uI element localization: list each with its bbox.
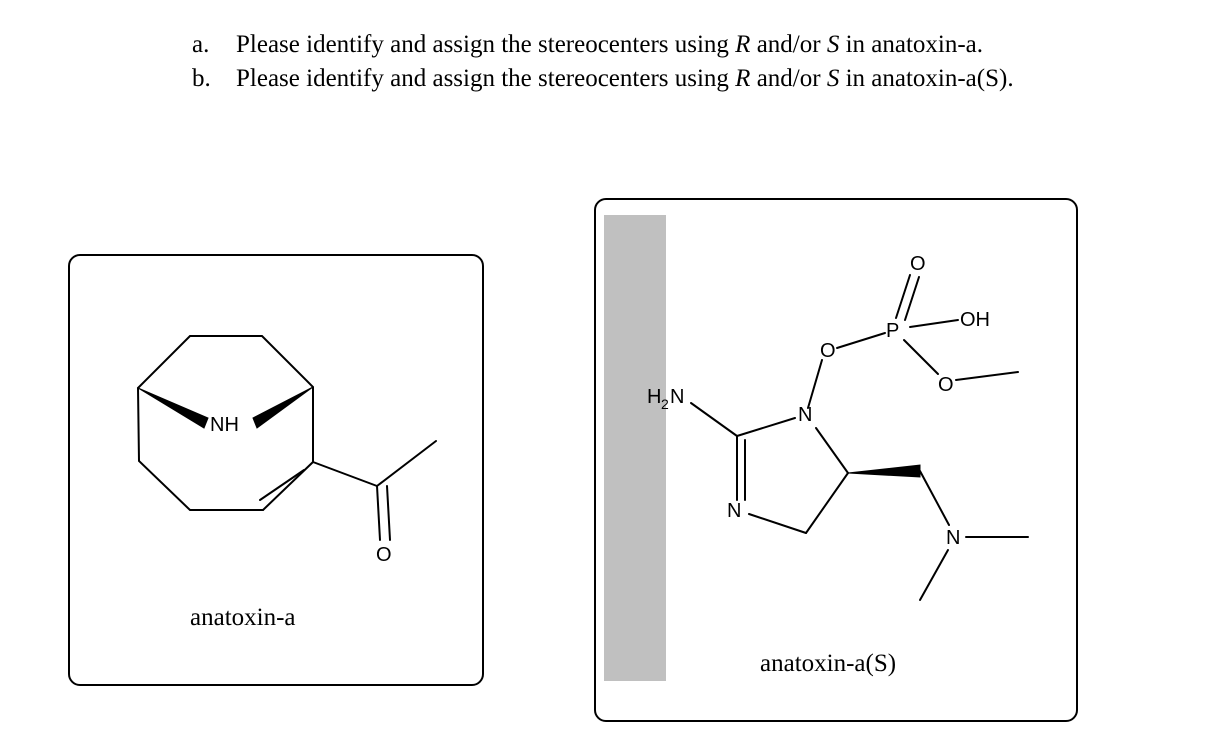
imine-n-label: N <box>727 500 741 522</box>
anatoxin-a-panel <box>68 254 484 686</box>
alkene-bond <box>262 461 314 511</box>
question-a-marker: a. <box>192 31 210 58</box>
ring-bond-n1-c5 <box>748 513 807 534</box>
highlight-bar <box>604 215 666 681</box>
ring-top-bonds <box>137 335 314 463</box>
ring-bond-c4-n3 <box>815 427 849 474</box>
anatoxin-a-structure: NH O <box>137 335 437 566</box>
p-oh-bond <box>909 319 959 328</box>
acyl-bond <box>312 461 378 487</box>
question-b-marker: b. <box>192 65 211 92</box>
question-b-text-end: in anatoxin-a(S). <box>839 65 1014 92</box>
o-p-bond <box>836 332 886 349</box>
question-b-s: S <box>826 65 840 92</box>
ring-n-label: N <box>798 404 812 426</box>
n-o-bond <box>807 359 823 409</box>
ester-oxygen-label: O <box>820 340 836 362</box>
p-double-o-bond <box>895 274 911 319</box>
methoxy-oxygen-label: O <box>938 374 954 396</box>
dimethylamine-n-label: N <box>946 527 960 549</box>
question-a-text-mid: and/or <box>750 31 827 58</box>
ring-bond-c2-n3 <box>736 417 796 437</box>
amine-subscript-label: 2 <box>661 396 669 412</box>
side-chain-bond <box>919 470 950 526</box>
amine-n-label: N <box>670 386 684 408</box>
question-b-r: R <box>735 65 751 92</box>
p-double-o-bond-2 <box>904 276 920 321</box>
p-o-bond <box>903 339 939 375</box>
question-a-text-start: Please identify and assign the stereocen… <box>236 31 736 58</box>
methyl-bond <box>376 440 437 487</box>
methoxy-bond <box>955 371 1019 381</box>
question-a-text-end: in anatoxin-a. <box>839 31 984 58</box>
wedge-bond-right <box>252 386 314 429</box>
question-b-text-mid: and/or <box>750 65 827 92</box>
question-a-r: R <box>735 31 751 58</box>
carbonyl-bond <box>376 485 381 541</box>
carbonyl-oxygen-label: O <box>376 544 392 566</box>
anatoxin-a-caption: anatoxin-a <box>190 604 296 631</box>
phosphoryl-oxygen-label: O <box>910 253 926 275</box>
phosphorus-label: P <box>886 320 899 342</box>
alkene-bond-inner <box>259 469 305 501</box>
ring-bottom-bonds <box>137 387 264 511</box>
hydroxyl-label: OH <box>960 309 990 331</box>
anatoxin-a-s-panel <box>594 198 1078 722</box>
anatoxin-a-s-structure: H 2 N N N O P O OH O N <box>647 253 1029 601</box>
wedge-bond-side-chain <box>847 464 921 478</box>
dimethyl-bond-down <box>919 549 949 601</box>
question-a-s: S <box>826 31 840 58</box>
question-b-text: Please identify and assign the stereocen… <box>236 62 1014 96</box>
wedge-bond-left <box>137 387 209 429</box>
nh-label: NH <box>210 414 239 436</box>
anatoxin-a-s-caption: anatoxin-a(S) <box>760 650 897 677</box>
ring-bond-c5-c4 <box>805 472 849 534</box>
amine-h-label: H <box>647 386 661 408</box>
question-b-text-start: Please identify and assign the stereocen… <box>236 65 736 92</box>
amine-bond <box>690 402 738 437</box>
carbonyl-bond-2 <box>386 485 391 541</box>
question-a-text: Please identify and assign the stereocen… <box>236 28 983 62</box>
